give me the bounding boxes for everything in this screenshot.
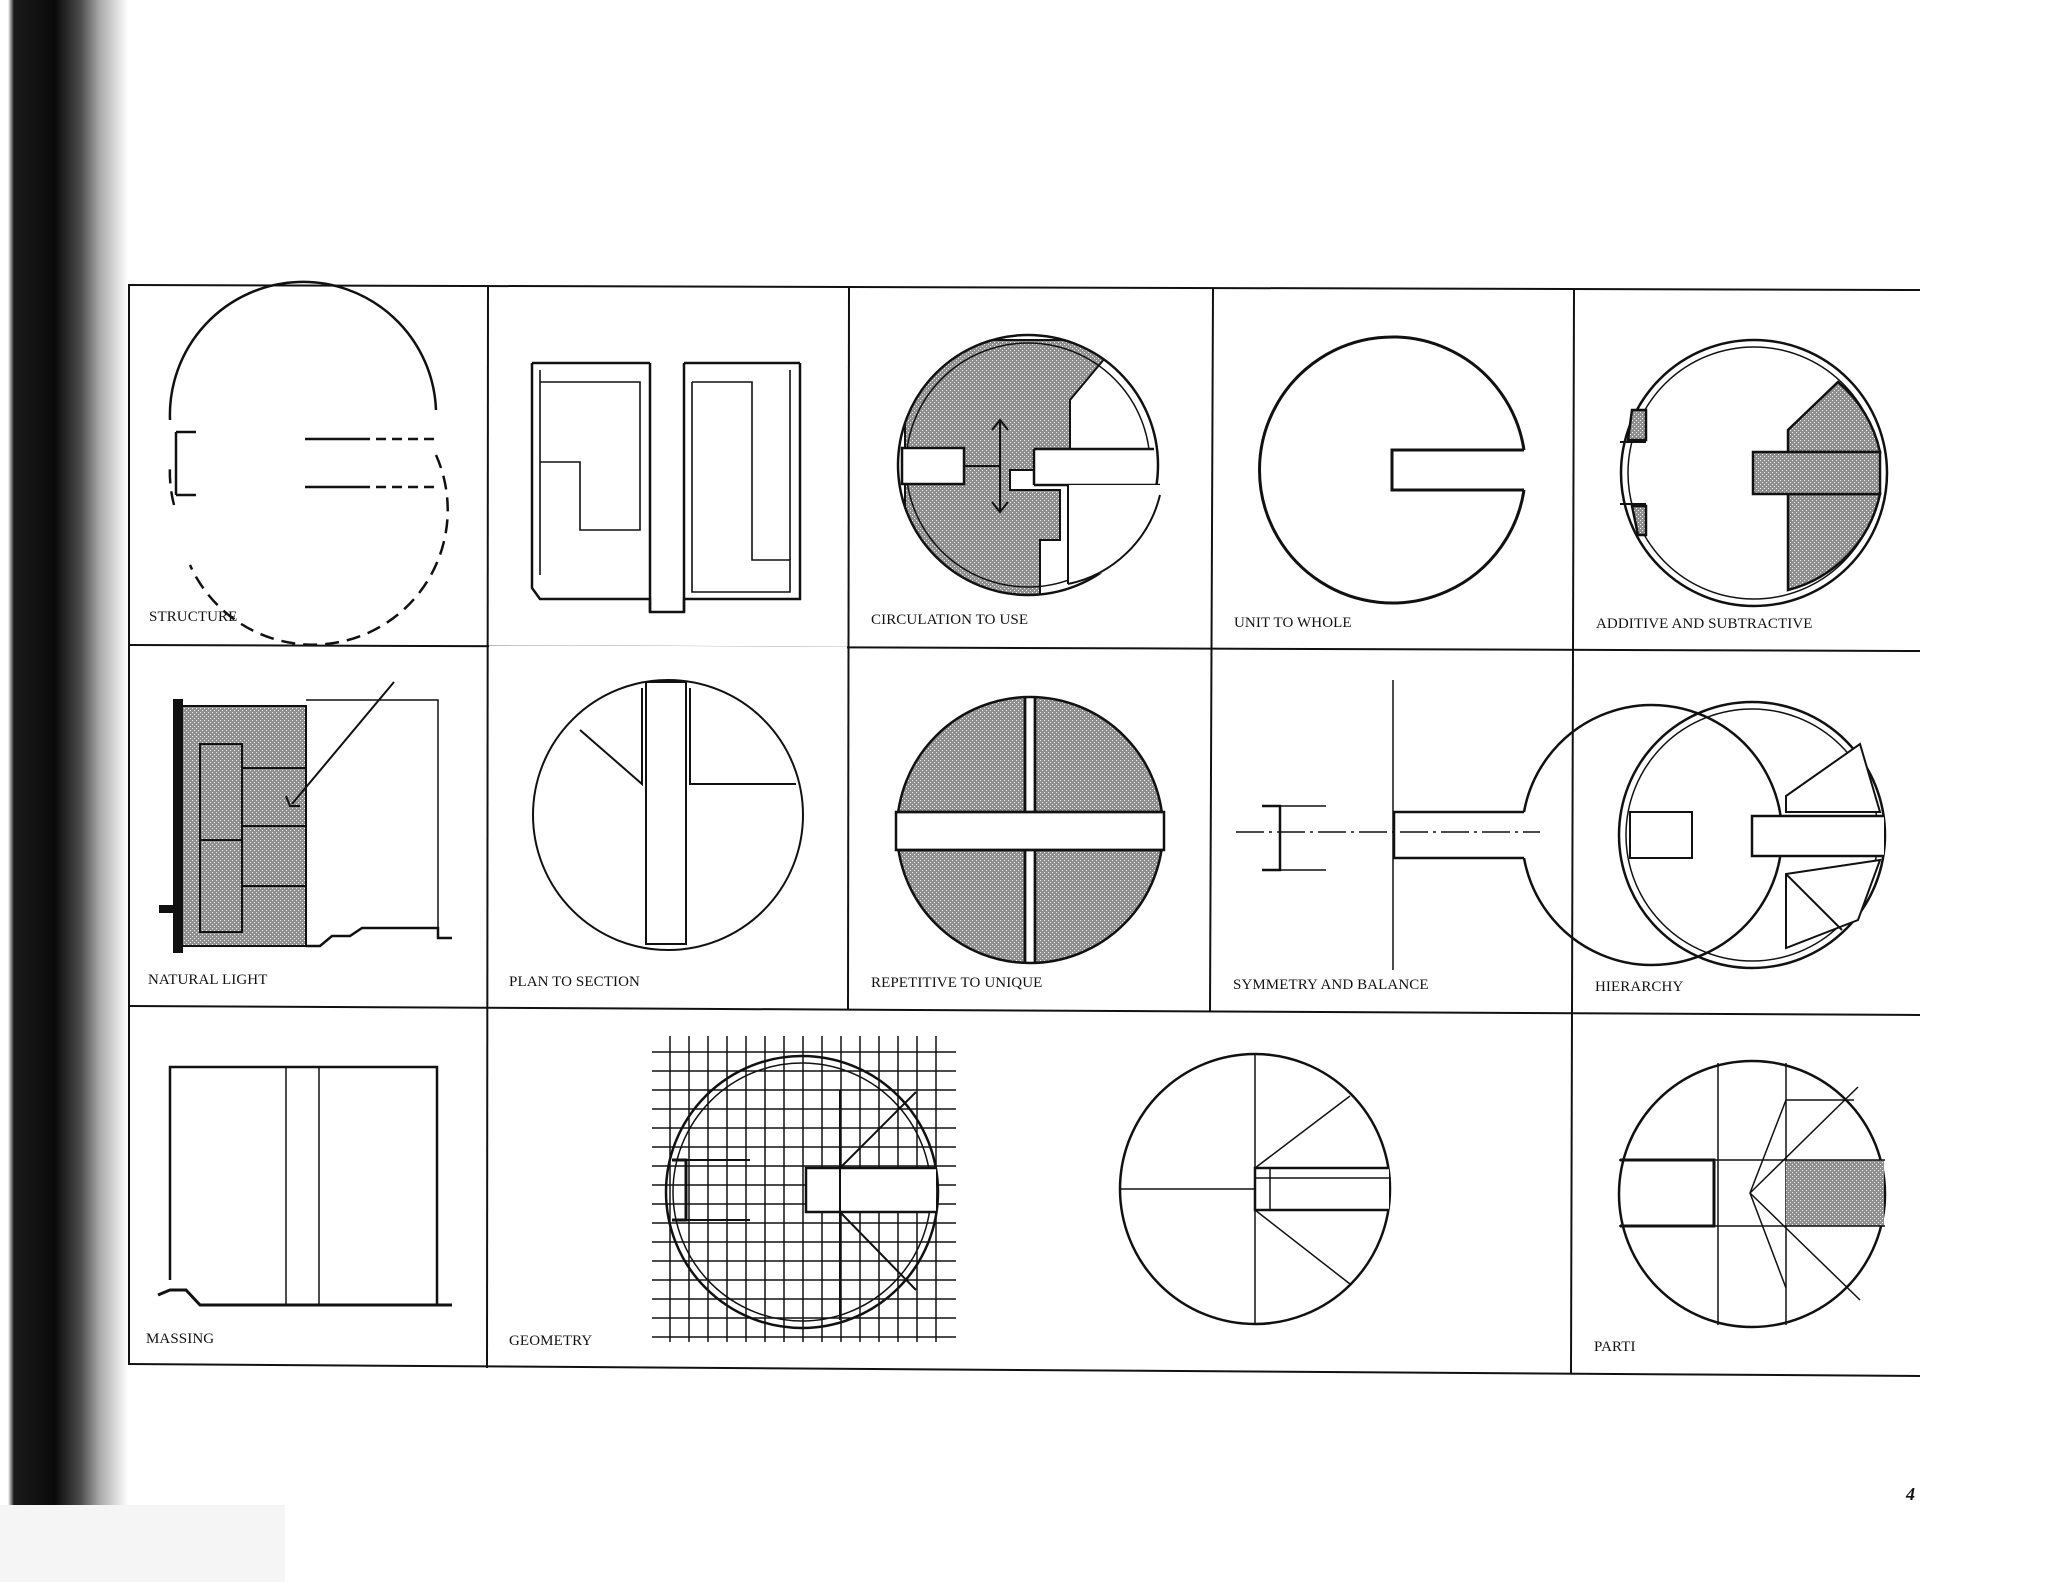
diagram-natural-light bbox=[159, 681, 452, 953]
diagram-circulation-to-use bbox=[896, 333, 1161, 597]
diagram-symmetry-and-balance bbox=[1236, 680, 1784, 970]
label-parti: PARTI bbox=[1594, 1339, 1636, 1355]
diagram-repetitive-to-unique bbox=[894, 695, 1166, 965]
label-additive-and-subtractive: ADDITIVE AND SUBTRACTIVE bbox=[1596, 616, 1813, 632]
label-massing: MASSING bbox=[146, 1331, 214, 1347]
diagram-parti bbox=[1617, 1059, 1887, 1329]
label-hierarchy: HIERARCHY bbox=[1595, 979, 1683, 995]
grid-frame bbox=[127, 284, 1921, 1377]
diagram-geometry-grid bbox=[652, 1036, 956, 1342]
diagram-additive-and-subtractive bbox=[1619, 338, 1889, 608]
diagram-plan-to-section-section bbox=[530, 361, 802, 614]
diagram-structure bbox=[168, 280, 449, 646]
label-natural-light: NATURAL LIGHT bbox=[148, 972, 267, 988]
diagram-hierarchy bbox=[1617, 700, 1887, 970]
diagram-massing bbox=[157, 1065, 452, 1307]
label-structure: STRUCTURE bbox=[149, 609, 237, 625]
scan-shadow-edge bbox=[0, 0, 130, 1582]
diagram-plan-to-section-plan bbox=[532, 679, 804, 951]
label-unit-to-whole: UNIT TO WHOLE bbox=[1234, 615, 1352, 631]
diagram-geometry-radial bbox=[1118, 1052, 1392, 1326]
label-circulation-to-use: CIRCULATION TO USE bbox=[871, 612, 1028, 628]
label-geometry: GEOMETRY bbox=[509, 1333, 592, 1349]
scan-shadow-corner bbox=[0, 1505, 285, 1582]
label-repetitive-to-unique: REPETITIVE TO UNIQUE bbox=[871, 975, 1042, 991]
diagram-unit-to-whole bbox=[1258, 335, 1526, 605]
label-plan-to-section: PLAN TO SECTION bbox=[509, 974, 640, 990]
label-symmetry-and-balance: SYMMETRY AND BALANCE bbox=[1233, 977, 1429, 993]
page-number: 4 bbox=[1906, 1484, 1915, 1504]
